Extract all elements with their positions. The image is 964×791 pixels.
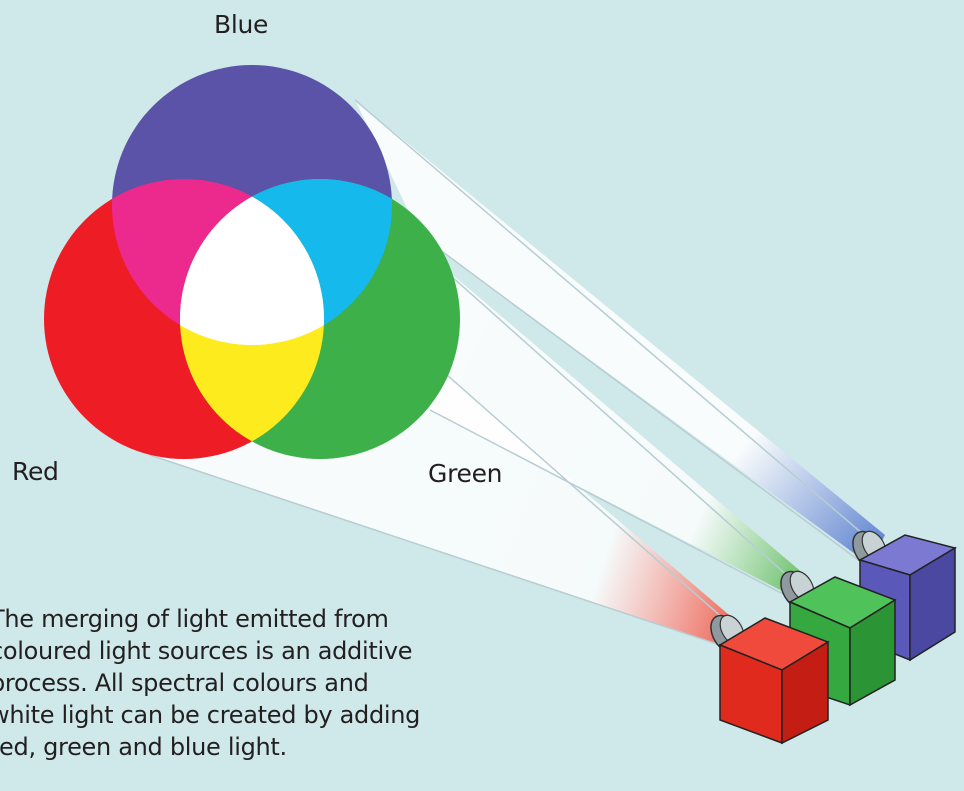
- blue-label: Blue: [214, 10, 268, 39]
- caption-line: coloured light sources is an additive: [0, 635, 460, 667]
- color-circles: [44, 65, 460, 459]
- caption-line: The merging of light emitted from: [0, 603, 460, 635]
- caption-line: white light can be created by adding: [0, 699, 460, 731]
- caption-line: red, green and blue light.: [0, 731, 460, 763]
- red-label: Red: [12, 457, 59, 486]
- caption: The merging of light emitted from colour…: [0, 603, 460, 763]
- caption-line: process. All spectral colours and: [0, 667, 460, 699]
- green-label: Green: [428, 459, 502, 488]
